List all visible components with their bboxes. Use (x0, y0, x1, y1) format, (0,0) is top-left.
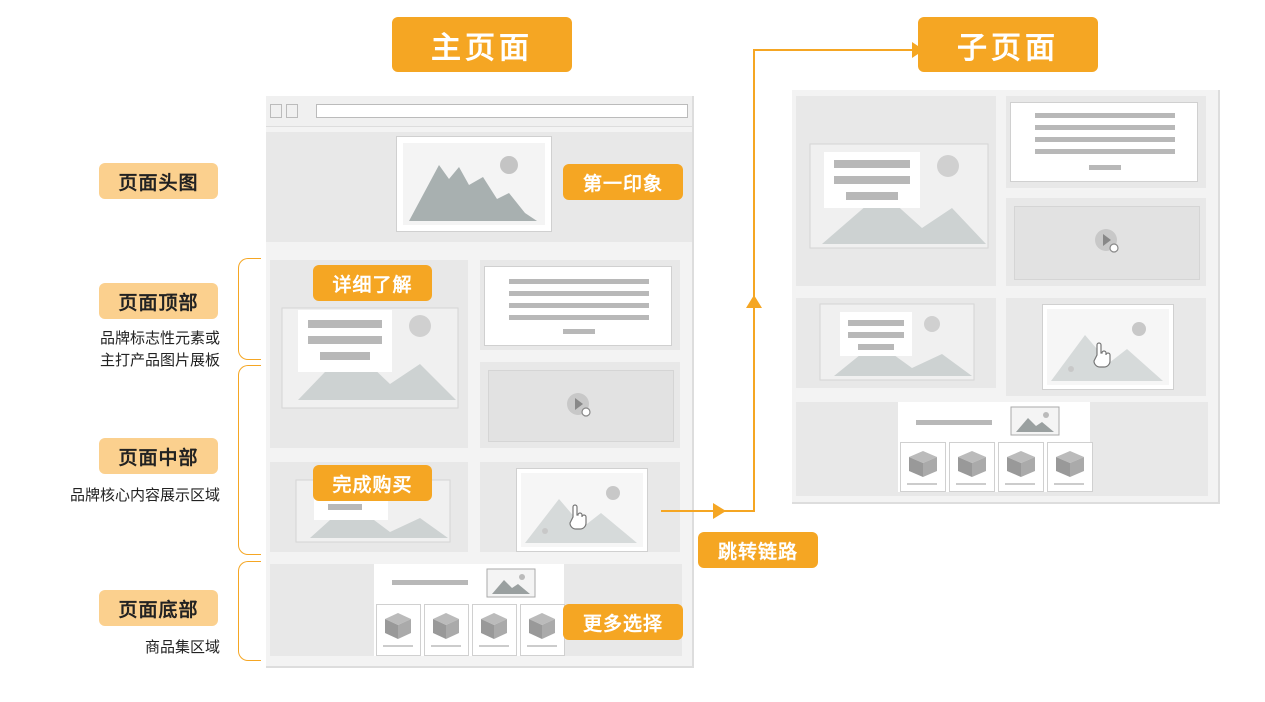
landscape-image-icon (1047, 309, 1169, 385)
bracket-top (238, 258, 261, 360)
section-desc-bottom: 商品集区域 (144, 638, 220, 656)
header-image-card (396, 136, 552, 232)
section-label-middle: 页面中部 (99, 438, 218, 474)
tag-first-impression: 第一印象 (563, 164, 683, 200)
sub-right-middle-panel (1006, 298, 1206, 396)
product-box-icon (376, 604, 421, 656)
landscape-image-icon (486, 568, 536, 598)
play-icon (1095, 229, 1119, 253)
product-box-icon (900, 442, 946, 492)
middle-right-panel (480, 462, 680, 552)
browser-button-icon (286, 104, 298, 118)
product-area (898, 402, 1093, 492)
sub-left-middle-panel (796, 298, 996, 388)
product-box-icon (472, 604, 517, 656)
top-left-illustration (281, 307, 459, 409)
product-box-icon (1047, 442, 1093, 492)
text-card (1010, 102, 1198, 182)
tag-learn-more: 详细了解 (313, 265, 432, 301)
image-card-clickable (516, 468, 648, 552)
sub-left-top-panel (796, 96, 996, 286)
product-box-icon (998, 442, 1044, 492)
middle-left-panel (270, 462, 468, 552)
section-label-top: 页面顶部 (99, 283, 218, 319)
landscape-image-icon (521, 473, 643, 547)
play-icon (567, 393, 591, 417)
product-box-icon (424, 604, 469, 656)
top-right-panel (480, 260, 680, 350)
section-desc-top-1: 品牌标志性元素或 (99, 329, 220, 347)
section-label-bottom: 页面底部 (99, 590, 218, 626)
address-bar (316, 104, 688, 118)
sub-video-panel (1006, 198, 1206, 286)
sub-left-top-illustration (809, 143, 989, 249)
video-panel (480, 362, 680, 448)
main-page-title: 主页面 (392, 17, 572, 72)
landscape-image-icon (403, 143, 545, 225)
main-page-wireframe (266, 96, 694, 668)
section-desc-middle: 品牌核心内容展示区域 (69, 486, 220, 504)
browser-bar (266, 96, 692, 127)
bracket-bottom (238, 561, 261, 661)
tag-more-choices: 更多选择 (563, 604, 683, 640)
sub-page-wireframe (792, 90, 1220, 504)
browser-button-icon (270, 104, 282, 118)
top-left-panel (270, 260, 468, 448)
landscape-image-icon (1010, 406, 1060, 436)
tag-complete-purchase: 完成购买 (313, 465, 432, 501)
section-label-header: 页面头图 (99, 163, 218, 199)
image-card-clickable (1042, 304, 1174, 390)
section-desc-top-2: 主打产品图片展板 (99, 351, 220, 369)
sub-left-middle-illustration (819, 303, 975, 381)
sub-bottom-panel (796, 402, 1208, 496)
product-area (374, 564, 565, 656)
sub-right-text-panel (1006, 96, 1206, 188)
text-card (484, 266, 672, 346)
bracket-middle (238, 365, 261, 555)
tag-jump-link: 跳转链路 (698, 532, 818, 568)
sub-page-title: 子页面 (918, 17, 1098, 72)
product-box-icon (949, 442, 995, 492)
